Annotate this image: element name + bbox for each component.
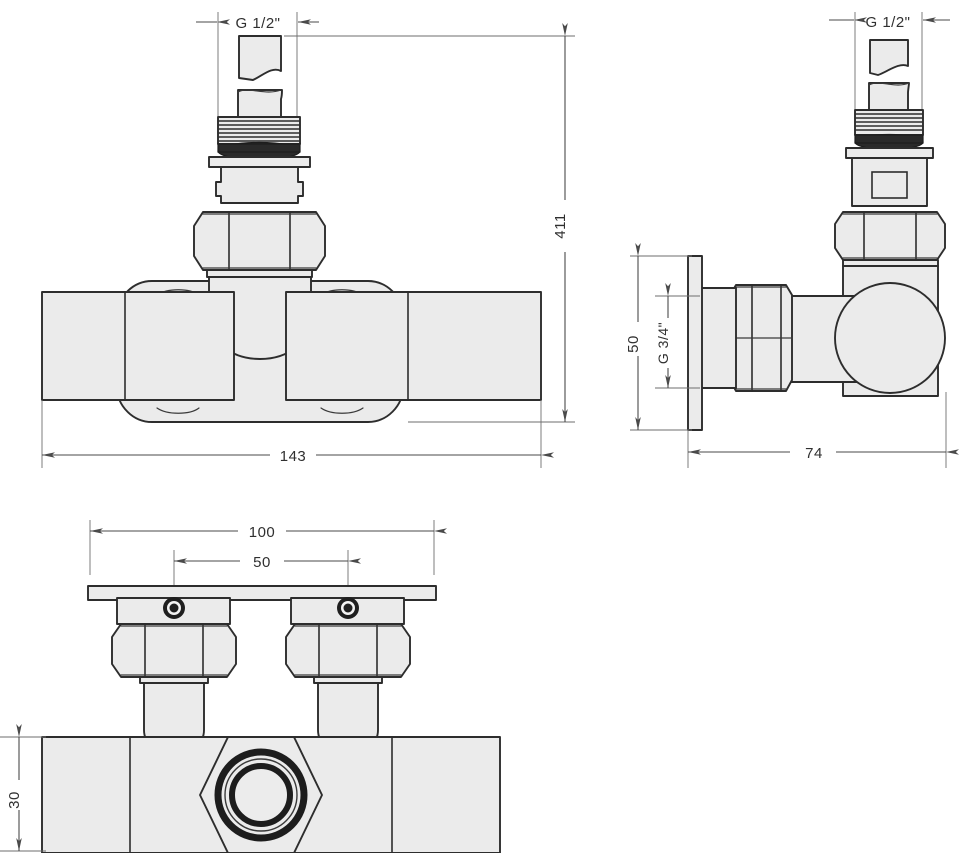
side-flange-washer <box>845 147 934 159</box>
dim-label-100: 100 <box>249 524 276 541</box>
plan-port-ring-mid <box>224 758 298 832</box>
side-round-ball-knob <box>834 282 946 394</box>
dim-label-74: 74 <box>805 445 823 462</box>
plan-left-hex-nut <box>111 623 237 678</box>
plan-right-assembly <box>285 597 411 754</box>
plan-right-screw-icon <box>343 603 353 613</box>
side-stem-break-line <box>868 82 910 86</box>
plan-left-assembly <box>111 597 237 754</box>
dim-label-143: 143 <box>280 448 307 465</box>
plan-bottom-view: 100 50 <box>0 520 501 853</box>
body-arc-bottom-left <box>156 407 200 414</box>
plan-port-ring-outer <box>214 748 308 842</box>
dim-label-411: 411 <box>552 213 569 238</box>
dim-label-50: 50 <box>625 335 642 353</box>
gasket-body <box>217 143 301 153</box>
hex-nut-side <box>834 211 946 261</box>
stem-square-shank <box>215 166 304 204</box>
plan-right-hex-nut <box>285 623 411 678</box>
side-shank-recess <box>871 171 908 199</box>
hex-under-collar <box>206 269 313 278</box>
plan-port-ring-inner <box>229 763 293 827</box>
dim-label-30: 30 <box>6 791 23 809</box>
stem-flange-washer <box>208 156 311 168</box>
dim-label-plan50: 50 <box>253 554 271 571</box>
stem-break-line <box>237 89 282 93</box>
plan-left-screw-icon <box>169 603 179 613</box>
stem-upper-broken-segment <box>238 35 282 81</box>
body-arc-bottom-right <box>320 407 364 414</box>
side-gasket-body <box>854 134 924 144</box>
side-thread-lines-group <box>855 113 923 131</box>
dim-label-thread-front: G 1/2" <box>235 15 280 32</box>
dim-label-g34: G 3/4" <box>655 322 671 364</box>
hex-nut-front <box>193 211 326 271</box>
side-stem-lower-segment <box>868 82 910 113</box>
side-elevation-view: G 1/2" <box>625 12 959 468</box>
wall-flange-plate <box>687 255 703 431</box>
thread-lines-group <box>218 120 300 142</box>
pipe-left-front <box>41 291 235 401</box>
dim-label-thread-side: G 1/2" <box>865 14 910 31</box>
side-connector-sleeve <box>699 287 737 389</box>
mounting-bracket-plate <box>87 585 437 601</box>
front-elevation-view: 411 143 G 1/2" <box>41 12 575 468</box>
stem-lower-segment <box>237 89 283 120</box>
side-stem-upper-broken <box>869 39 909 76</box>
pipe-right-front <box>285 291 542 401</box>
side-square-shank <box>851 157 928 207</box>
